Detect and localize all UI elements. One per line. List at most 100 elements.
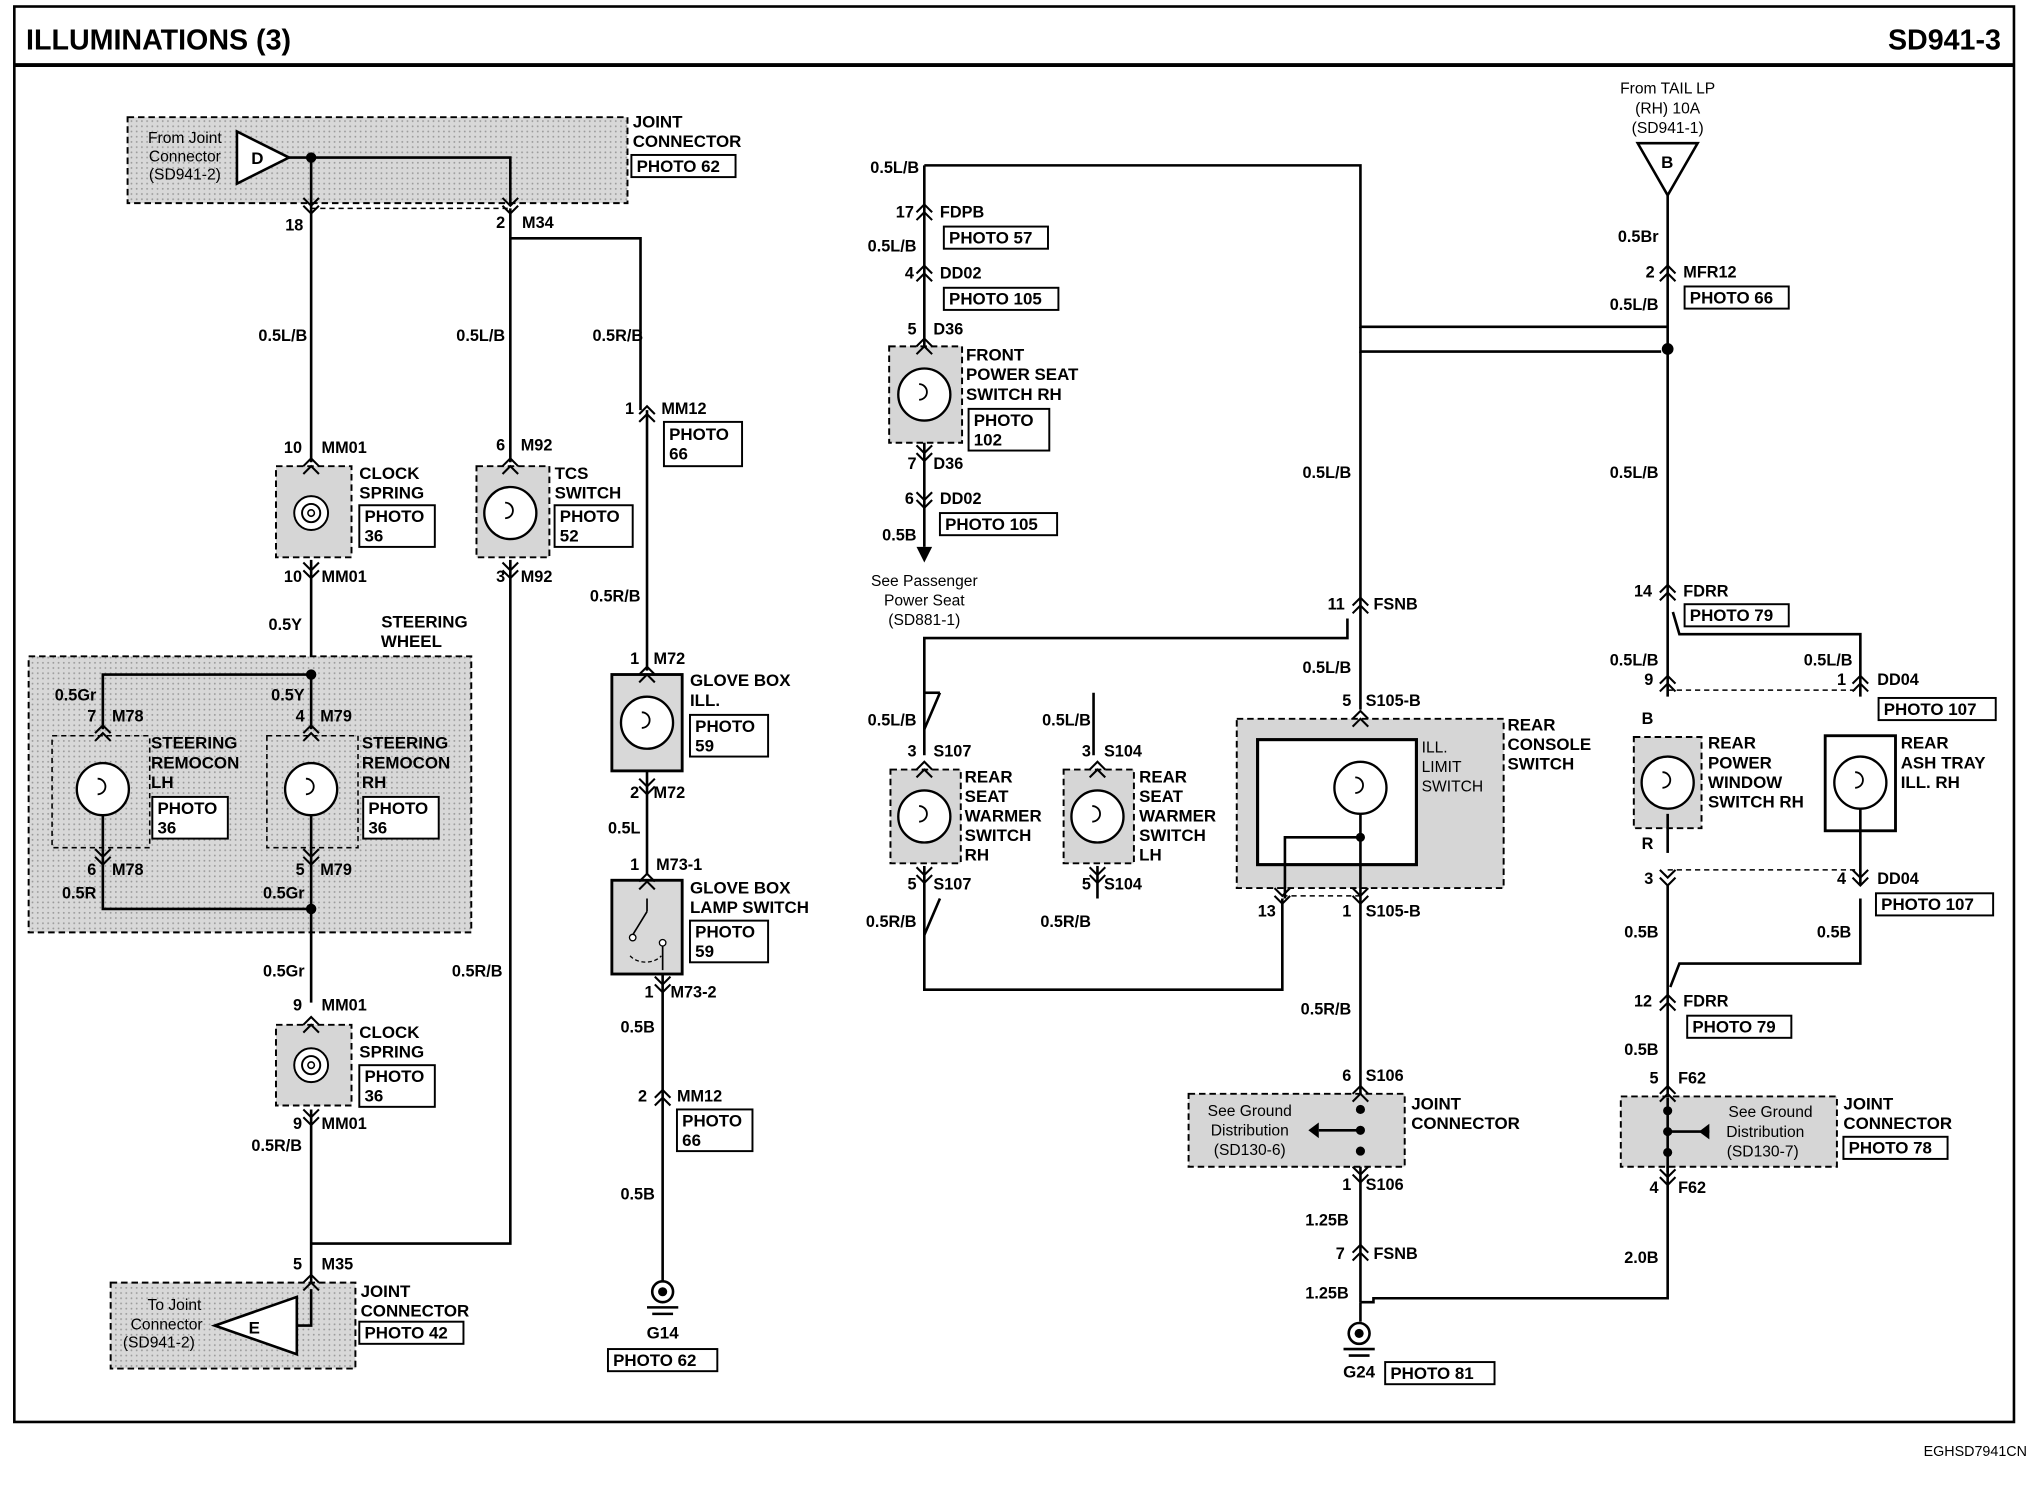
svg-text:MM01: MM01: [322, 1115, 367, 1133]
svg-text:59: 59: [695, 942, 714, 961]
svg-text:2: 2: [630, 784, 639, 802]
svg-text:JOINT: JOINT: [361, 1282, 411, 1301]
svg-text:0.5R/B: 0.5R/B: [452, 963, 503, 981]
svg-text:0.5B: 0.5B: [1817, 924, 1852, 942]
svg-text:F62: F62: [1678, 1179, 1706, 1197]
svg-text:(SD130-7): (SD130-7): [1727, 1143, 1799, 1160]
svg-text:STEERING: STEERING: [381, 613, 467, 632]
svg-text:CONNECTOR: CONNECTOR: [361, 1301, 470, 1320]
svg-text:S105-B: S105-B: [1366, 692, 1421, 710]
svg-text:SWITCH: SWITCH: [1422, 779, 1484, 796]
svg-text:1: 1: [1837, 671, 1846, 689]
svg-text:S104: S104: [1104, 743, 1142, 761]
svg-text:D36: D36: [933, 321, 963, 339]
svg-text:0.5Gr: 0.5Gr: [55, 687, 97, 705]
rear-ash-tray-ill-label: REAR ASH TRAY ILL. RH: [1901, 734, 1986, 792]
photo-62-g14: PHOTO 62: [613, 1351, 696, 1370]
svg-text:FDRR: FDRR: [1683, 993, 1728, 1011]
svg-text:10: 10: [284, 439, 302, 457]
svg-text:JOINT: JOINT: [1411, 1094, 1461, 1113]
svg-text:PHOTO 105: PHOTO 105: [945, 515, 1038, 534]
rear-console-switch-label: REAR CONSOLE SWITCH: [1508, 716, 1592, 774]
svg-text:0.5B: 0.5B: [620, 1019, 655, 1037]
joint-connector-s106-label: JOINT CONNECTOR: [1411, 1094, 1520, 1133]
svg-text:CONNECTOR: CONNECTOR: [633, 132, 742, 151]
svg-text:S104: S104: [1104, 875, 1142, 893]
svg-text:Connector: Connector: [149, 148, 221, 165]
glove-box-ill-label: GLOVE BOX ILL.: [690, 671, 791, 710]
svg-text:M72: M72: [654, 784, 686, 802]
svg-text:6: 6: [496, 437, 505, 455]
svg-text:0.5L/B: 0.5L/B: [258, 327, 307, 345]
joint-connector-f62-label: JOINT CONNECTOR: [1843, 1094, 1952, 1133]
tcs-switch-label: TCS SWITCH: [555, 464, 622, 503]
svg-text:CLOCK: CLOCK: [359, 1023, 420, 1042]
svg-text:SWITCH RH: SWITCH RH: [1708, 792, 1804, 811]
svg-text:CONNECTOR: CONNECTOR: [1411, 1114, 1520, 1133]
svg-text:7: 7: [1336, 1245, 1345, 1263]
svg-text:LH: LH: [1139, 846, 1162, 865]
svg-text:See Ground: See Ground: [1728, 1104, 1812, 1121]
svg-text:B: B: [1642, 710, 1654, 728]
steering-remocon-rh-label: STEERING REMOCON RH: [362, 734, 450, 792]
svg-text:SWITCH: SWITCH: [555, 484, 622, 503]
svg-text:ILL.: ILL.: [1422, 740, 1448, 757]
svg-text:Distribution: Distribution: [1726, 1124, 1804, 1141]
svg-text:PHOTO: PHOTO: [682, 1111, 742, 1130]
svg-text:0.5L/B: 0.5L/B: [1610, 296, 1659, 314]
svg-text:0.5R/B: 0.5R/B: [251, 1137, 302, 1155]
svg-text:Power Seat: Power Seat: [884, 593, 965, 610]
svg-text:1: 1: [1342, 1176, 1351, 1194]
svg-text:0.5L/B: 0.5L/B: [456, 327, 505, 345]
rear-seat-warmer-lh-label: REAR SEAT WARMER SWITCH LH: [1139, 768, 1216, 865]
svg-text:0.5Y: 0.5Y: [271, 687, 305, 705]
from-tail-lp-label: From TAIL LP (RH) 10A (SD941-1): [1620, 81, 1715, 137]
svg-text:2: 2: [496, 214, 505, 232]
to-joint-connector-e-label: To Joint Connector (SD941-2): [123, 1297, 203, 1352]
svg-text:STEERING: STEERING: [362, 734, 448, 753]
svg-text:9: 9: [293, 996, 302, 1014]
svg-text:52: 52: [560, 527, 579, 546]
svg-text:RH: RH: [965, 846, 989, 865]
svg-text:PHOTO 78: PHOTO 78: [1849, 1139, 1932, 1158]
svg-text:M73-1: M73-1: [656, 856, 702, 874]
svg-text:MM01: MM01: [322, 439, 367, 457]
svg-text:(SD941-1): (SD941-1): [1632, 120, 1704, 137]
glove-box-lamp-switch-label: GLOVE BOX LAMP SWITCH: [690, 878, 809, 917]
svg-text:1: 1: [625, 400, 634, 418]
svg-text:CONNECTOR: CONNECTOR: [1843, 1114, 1952, 1133]
svg-text:PHOTO 79: PHOTO 79: [1690, 606, 1773, 625]
svg-text:DD02: DD02: [940, 265, 982, 283]
svg-text:66: 66: [669, 445, 688, 464]
rear-power-window-switch-label: REAR POWER WINDOW SWITCH RH: [1708, 734, 1804, 812]
svg-text:5: 5: [1082, 875, 1091, 893]
see-ground-sd130-6-label: See Ground Distribution (SD130-6): [1208, 1103, 1292, 1159]
svg-text:PHOTO 66: PHOTO 66: [1690, 288, 1773, 307]
page-title: ILLUMINATIONS (3): [26, 24, 291, 56]
svg-text:0.5R/B: 0.5R/B: [1040, 913, 1091, 931]
svg-text:10: 10: [284, 568, 302, 586]
photo-62-top: PHOTO 62: [637, 157, 720, 176]
svg-text:M78: M78: [112, 707, 144, 725]
svg-text:ILL. RH: ILL. RH: [1901, 773, 1960, 792]
svg-text:36: 36: [365, 1087, 384, 1106]
svg-text:0.5R/B: 0.5R/B: [592, 327, 643, 345]
svg-text:PHOTO 57: PHOTO 57: [949, 229, 1032, 248]
joint-connector-s106-box: [1187, 1092, 1406, 1168]
svg-text:M79: M79: [320, 861, 352, 879]
from-joint-connector-d-label: From Joint Connector (SD941-2): [148, 130, 222, 183]
svg-text:PHOTO: PHOTO: [560, 507, 620, 526]
svg-text:5: 5: [907, 875, 916, 893]
svg-text:0.5R/B: 0.5R/B: [866, 913, 917, 931]
svg-text:GLOVE BOX: GLOVE BOX: [690, 878, 791, 897]
svg-text:(SD941-2): (SD941-2): [123, 1335, 195, 1352]
svg-text:PHOTO: PHOTO: [365, 1067, 425, 1086]
svg-text:MM12: MM12: [677, 1088, 722, 1106]
svg-text:JOINT: JOINT: [633, 113, 683, 132]
svg-text:SEAT: SEAT: [1139, 787, 1184, 806]
svg-text:PHOTO: PHOTO: [669, 425, 729, 444]
svg-text:SEAT: SEAT: [965, 787, 1010, 806]
ill-limit-switch-label: ILL. LIMIT SWITCH: [1422, 740, 1484, 796]
svg-text:TCS: TCS: [555, 464, 589, 483]
svg-text:(SD881-1): (SD881-1): [888, 612, 960, 629]
